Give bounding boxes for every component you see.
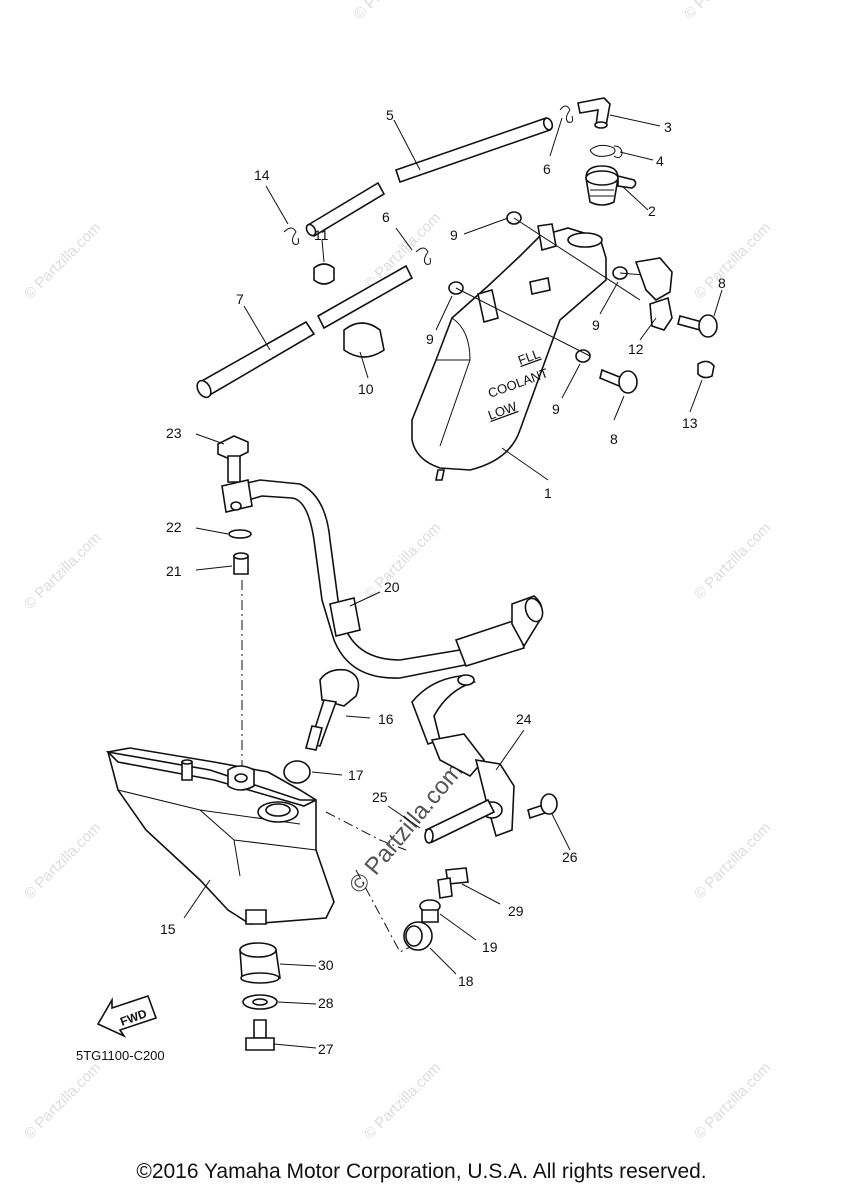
callout-3: 3: [664, 119, 672, 135]
bolt-8-upper: [677, 314, 718, 338]
watermark: © Partzilla.com: [681, 0, 764, 23]
diagram-code: 5TG1100-C200: [76, 1048, 165, 1063]
clamp-11: [313, 263, 335, 285]
tank-label-full: FLL: [516, 346, 542, 368]
grommet-30: [239, 942, 281, 984]
callout-9-a: 9: [450, 227, 458, 243]
callout-21: 21: [166, 563, 182, 579]
pipe-24: [411, 674, 515, 838]
bolt-27: [245, 1019, 275, 1051]
callout-6-top: 6: [543, 161, 551, 177]
dipstick-16: [305, 668, 360, 751]
reservoir-cap-2: [585, 165, 637, 206]
watermark: © Partzilla.com: [21, 529, 104, 612]
callout-28: 28: [318, 995, 334, 1011]
callout-9-d: 9: [552, 401, 560, 417]
watermark: © Partzilla.com: [21, 219, 104, 302]
callout-8-lower: 8: [610, 431, 618, 447]
pipe-20: [221, 479, 544, 679]
callout-1: 1: [544, 485, 552, 501]
callout-16: 16: [378, 711, 394, 727]
callout-12: 12: [628, 341, 644, 357]
oil-tank-15: [105, 747, 335, 925]
clamp-10: [343, 322, 385, 358]
spring-clip-6-top: [559, 105, 573, 123]
o-ring-22: [228, 529, 252, 539]
callout-5: 5: [386, 107, 394, 123]
callout-26: 26: [562, 849, 578, 865]
watermark: © Partzilla.com: [21, 819, 104, 902]
callout-14: 14: [254, 167, 270, 183]
callout-4: 4: [656, 153, 664, 169]
elbow-fitting-3: [577, 97, 611, 129]
callout-9-c: 9: [592, 317, 600, 333]
clip-4: [589, 144, 623, 159]
callout-11: 11: [314, 227, 329, 243]
oil-tank-group: FWD 5TG1100-C200: [76, 435, 558, 1063]
bolt-23: [217, 435, 249, 483]
collar-19: [419, 899, 441, 923]
collar-21: [233, 552, 249, 575]
bolt-29: [437, 867, 469, 899]
watermark: © Partzilla.com: [361, 1059, 444, 1142]
callout-2: 2: [648, 203, 656, 219]
callout-13: 13: [682, 415, 698, 431]
callout-18: 18: [458, 973, 474, 989]
washer-28: [242, 994, 278, 1010]
watermark: © Partzilla.com: [21, 1059, 104, 1142]
callout-9-b: 9: [426, 331, 434, 347]
callout-27: 27: [318, 1041, 334, 1057]
callout-24: 24: [516, 711, 532, 727]
clip-14: [283, 227, 299, 245]
washer-9: [575, 349, 591, 363]
callout-23: 23: [166, 425, 182, 441]
callout-19: 19: [482, 939, 498, 955]
callout-30: 30: [318, 957, 334, 973]
joint-25: [424, 798, 496, 844]
watermark: © Partzilla.com: [351, 0, 434, 23]
callout-7: 7: [236, 291, 244, 307]
watermark: © Partzilla.com: [691, 219, 774, 302]
hose-5: [305, 116, 554, 238]
callout-17: 17: [348, 767, 364, 783]
watermark: © Partzilla.com: [691, 819, 774, 902]
coolant-reservoir-group: FLL COOLANT LOW: [196, 97, 718, 481]
callout-15: 15: [160, 921, 176, 937]
bolt-26: [527, 793, 558, 820]
callout-8-upper: 8: [718, 275, 726, 291]
o-ring-17: [283, 760, 311, 784]
copyright-notice: ©2016 Yamaha Motor Corporation, U.S.A. A…: [136, 1160, 707, 1183]
bracket-12: [634, 257, 673, 331]
watermark: © Partzilla.com: [691, 519, 774, 602]
fwd-arrow-icon: FWD: [96, 994, 158, 1038]
callout-22: 22: [166, 519, 182, 535]
callout-25: 25: [372, 789, 388, 805]
callout-6-lower: 6: [382, 209, 390, 225]
watermark: © Partzilla.com: [691, 1059, 774, 1142]
watermark: © Partzilla.com: [361, 519, 444, 602]
hose-7: [196, 264, 414, 399]
callout-10: 10: [358, 381, 374, 397]
leader-lines: [183, 114, 723, 1049]
grommet-18: [403, 921, 433, 951]
callout-20: 20: [384, 579, 400, 595]
callout-labels: 1 2 3 4 5 6 6 7 8 8 9 9 9 9 10 11 12 13 …: [160, 107, 726, 1057]
bolt-8-lower: [599, 368, 638, 394]
callout-29: 29: [508, 903, 524, 919]
clip-13: [697, 360, 715, 379]
spring-clip-6-lower: [415, 247, 431, 265]
